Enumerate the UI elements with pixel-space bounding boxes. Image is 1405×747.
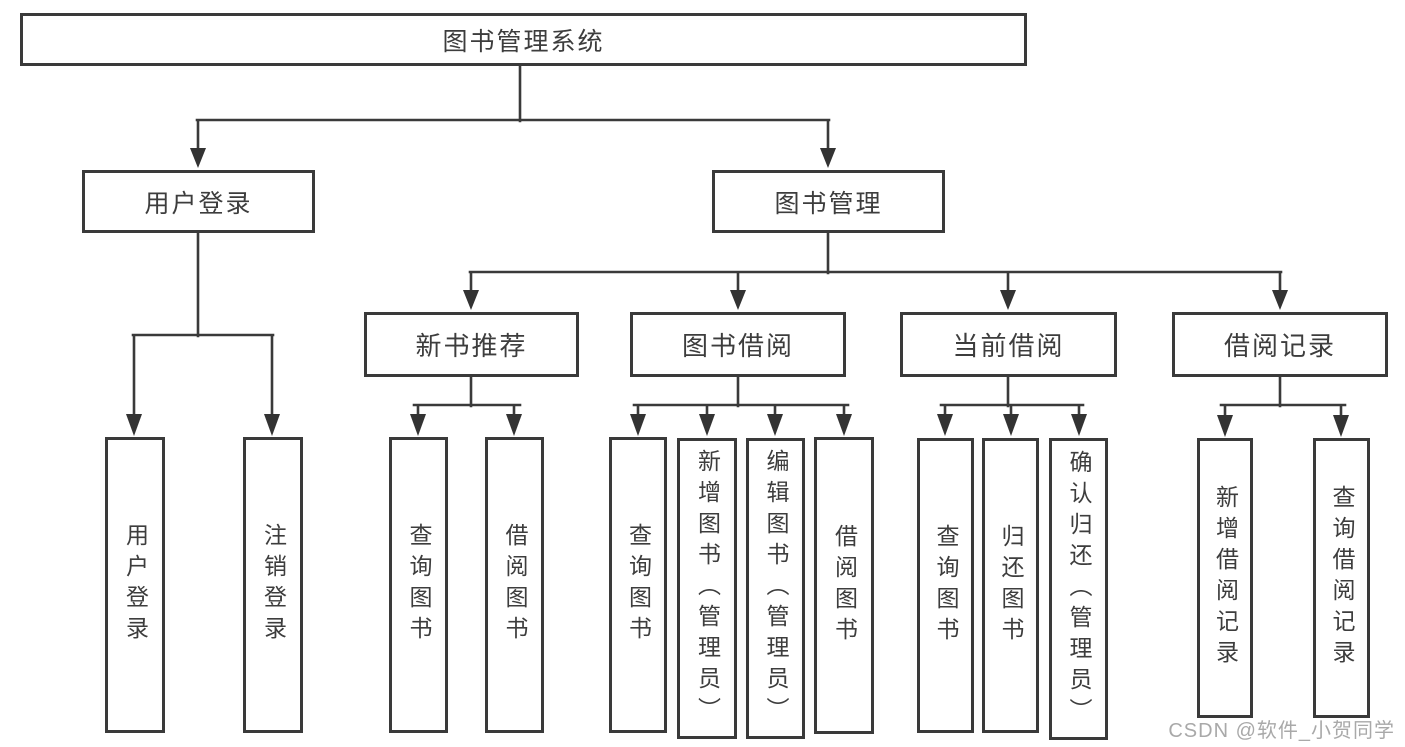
leaf-query-borrow-record: 查询借阅记录 [1313, 438, 1370, 718]
leaf-logout: 注销登录 [243, 437, 303, 733]
node-borrowing-records: 借阅记录 [1172, 312, 1388, 377]
leaf-add-borrow-record: 新增借阅记录 [1197, 438, 1253, 718]
leaf-edit-book-admin: 编辑图书（管理员） [746, 438, 805, 739]
leaf-query-books-borrowing: 查询图书 [609, 437, 667, 733]
node-current-borrowing: 当前借阅 [900, 312, 1117, 377]
leaf-query-books-recommend: 查询图书 [389, 437, 448, 733]
node-book-management: 图书管理 [712, 170, 945, 233]
leaf-user-login: 用户登录 [105, 437, 165, 733]
node-root: 图书管理系统 [20, 13, 1027, 66]
leaf-confirm-return-admin: 确认归还（管理员） [1049, 438, 1108, 740]
node-new-book-recommend: 新书推荐 [364, 312, 579, 377]
node-book-borrowing: 图书借阅 [630, 312, 846, 377]
leaf-query-books-current: 查询图书 [917, 438, 974, 733]
watermark: CSDN @软件_小贺同学 [1168, 720, 1395, 742]
leaf-add-book-admin: 新增图书（管理员） [677, 438, 737, 739]
connector-paths [131, 64, 1347, 419]
node-user-login: 用户登录 [82, 170, 315, 233]
leaf-borrow-books-recommend: 借阅图书 [485, 437, 544, 733]
leaf-borrow-books-borrowing: 借阅图书 [814, 437, 874, 734]
leaf-return-book: 归还图书 [982, 438, 1039, 733]
arrowheads [126, 148, 1349, 437]
